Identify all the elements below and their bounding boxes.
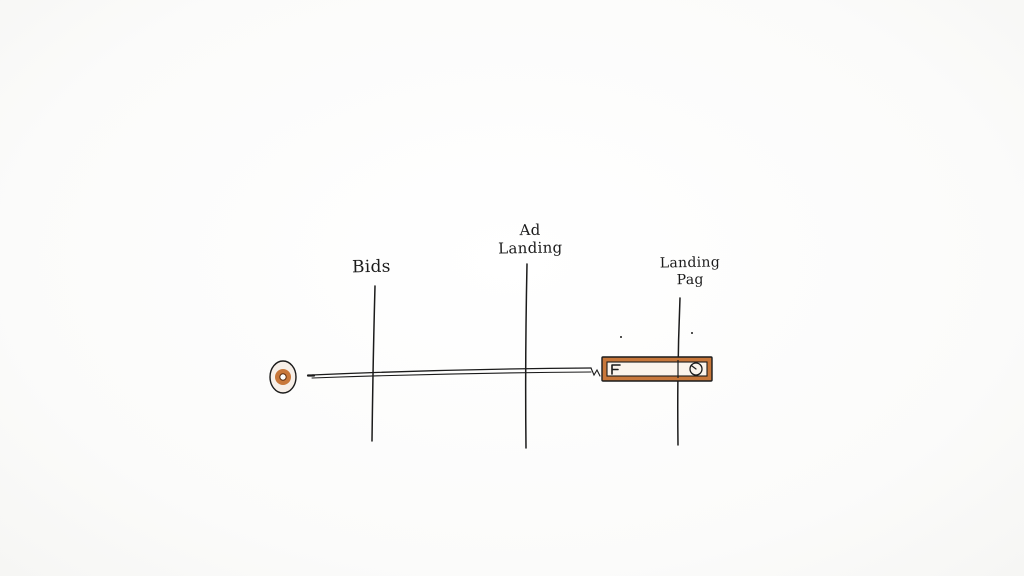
stage-label-landing-page: Landing Pag — [660, 254, 721, 289]
ink-dot — [691, 332, 693, 334]
clock-icon — [689, 362, 703, 376]
ink-dot — [620, 336, 622, 338]
stage-label-bids: Bids — [351, 256, 391, 278]
scroll-bar-icon — [601, 356, 713, 382]
stage-label-line: Landing — [659, 254, 721, 272]
stage-label-line: Ad — [519, 220, 541, 240]
eye-icon — [269, 360, 297, 394]
stage-label-line: Bids — [351, 256, 391, 278]
stage-line-bids — [371, 285, 376, 442]
stage-label-line: Pag — [676, 271, 704, 289]
stage-label-ad-landing: Ad Landing — [498, 220, 563, 258]
stage-label-line: Landing — [498, 238, 563, 258]
timeline-line — [306, 367, 601, 379]
stage-line-ad-landing — [524, 263, 528, 449]
